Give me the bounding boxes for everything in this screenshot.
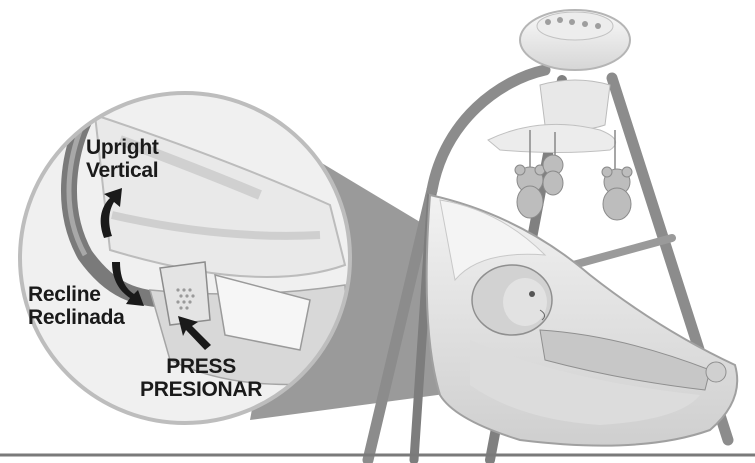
press-label-en: PRESS	[140, 355, 262, 378]
upright-label-es: Vertical	[86, 159, 159, 182]
recline-label-es: Reclinada	[28, 306, 125, 329]
mobile-toy-icon	[488, 10, 630, 170]
press-label: PRESS PRESIONAR	[140, 355, 262, 401]
recline-label-en: Recline	[28, 283, 125, 306]
upright-label-en: Upright	[86, 136, 159, 159]
recline-label: Recline Reclinada	[28, 283, 125, 329]
press-label-es: PRESIONAR	[140, 378, 262, 401]
upright-label: Upright Vertical	[86, 136, 159, 182]
